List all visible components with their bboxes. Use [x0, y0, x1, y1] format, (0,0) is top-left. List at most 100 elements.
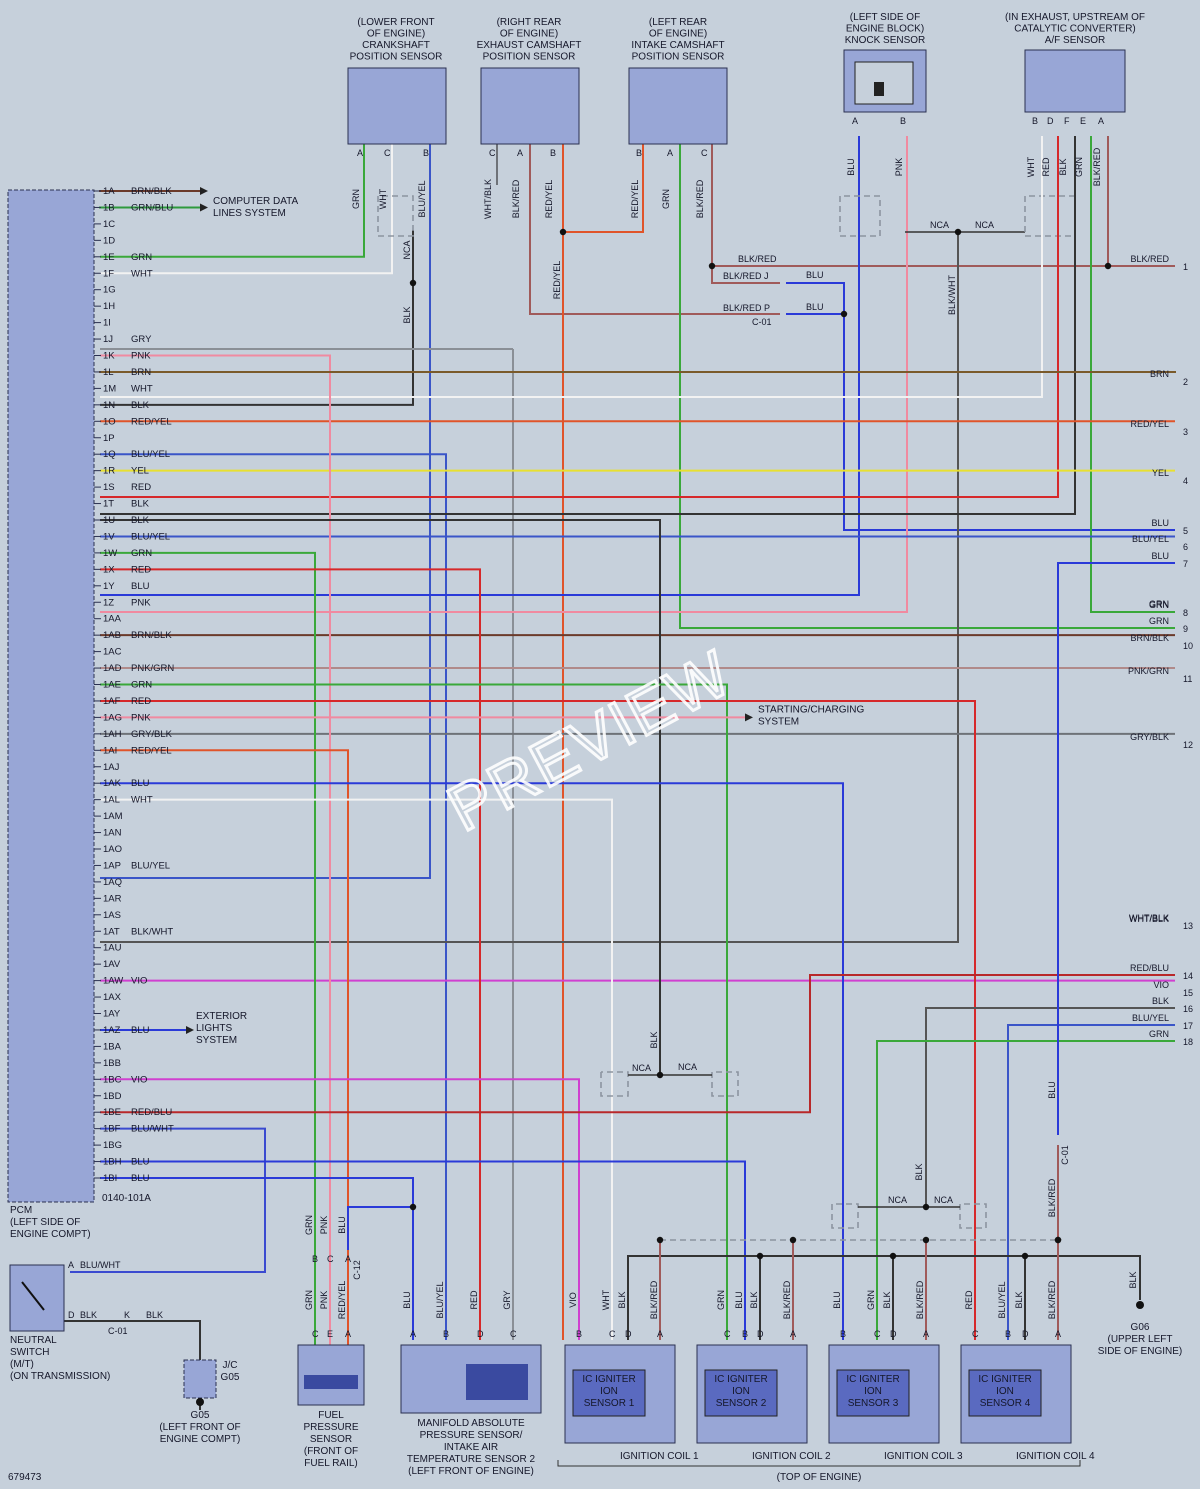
component-pin: A: [357, 148, 363, 158]
splice-dot: [954, 228, 962, 236]
splice-dot: [708, 262, 716, 270]
nca-label: NCA: [930, 220, 949, 230]
splice-dot: [656, 1071, 664, 1079]
pcm-pin-id: 1J: [103, 334, 113, 345]
wire-1F: [100, 136, 393, 275]
wire-1AL: [100, 798, 613, 1340]
wire-label: BLK: [402, 306, 412, 323]
wire-label: BLK/RED: [782, 1280, 792, 1319]
wire: [679, 136, 1175, 629]
wire-1BE: [100, 974, 1175, 1114]
component-pin: B: [423, 148, 429, 158]
g06-label: G06: [1131, 1322, 1150, 1333]
pcm-pin-wire: BLU/YEL: [131, 449, 170, 460]
wire-label: GRN: [304, 1215, 314, 1235]
component-label: INTAKE CAMSHAFT: [631, 40, 724, 51]
pcm-pin-wire: RED/YEL: [131, 745, 172, 756]
right-ref-number: 11: [1183, 674, 1192, 684]
component-pin: B: [900, 116, 906, 126]
component-pin: C: [384, 148, 391, 158]
splice-dot: [656, 1236, 664, 1244]
pin-label: C: [327, 1254, 334, 1264]
pin-label: C: [724, 1329, 731, 1339]
component-wire-label: GRN: [351, 189, 361, 209]
component-pin: E: [1080, 116, 1086, 126]
pcm-pin-wire: BLU/WHT: [131, 1124, 174, 1135]
fuel-label: SENSOR: [310, 1434, 352, 1445]
pcm-pin-wire: BLU/YEL: [131, 531, 170, 542]
wire: [711, 136, 1175, 267]
right-wire-label: GRN: [1149, 1029, 1169, 1039]
pcm-pin-wire: GRN/BLU: [131, 202, 173, 213]
pcm-pin-id: 1AH: [103, 729, 122, 740]
nca-label: NCA: [678, 1062, 697, 1072]
pcm-pin-id: 1BC: [103, 1074, 122, 1085]
wire-label: RED/YEL: [337, 1281, 347, 1320]
pcm-pin-wire: WHT: [131, 268, 153, 279]
component-wire-label: BLU/YEL: [417, 180, 427, 217]
wire: [1090, 136, 1175, 613]
right-ref-number: 9: [1183, 624, 1188, 634]
component-label: (LEFT REAR: [649, 17, 707, 28]
pin-label: E: [327, 1329, 333, 1339]
nca-label: NCA: [632, 1063, 651, 1073]
right-ref-number: 12: [1183, 740, 1193, 750]
igniter-label: ION: [996, 1386, 1014, 1397]
pcm-pin-wire: BLU: [131, 1025, 150, 1036]
pcm-pin-id: 1AD: [103, 663, 122, 674]
pcm-pin-wire: GRY/BLK: [131, 729, 173, 740]
right-wire-label: GRN: [1149, 600, 1169, 610]
wire-1BF: [70, 1127, 266, 1273]
map-label: TEMPERATURE SENSOR 2: [407, 1454, 536, 1465]
pin-label: B: [742, 1329, 748, 1339]
pcm-pin-id: 1AL: [103, 795, 120, 806]
nca-label: NCA: [402, 240, 412, 259]
pcm-pin-id: 1K: [103, 351, 115, 362]
wire-label: BLU: [402, 1291, 412, 1309]
pcm-pin-wire: RED: [131, 564, 151, 575]
right-wire-label: GRY/BLK: [1130, 732, 1169, 742]
right-ref-number: 6: [1183, 542, 1188, 552]
pcm-pin-wire: VIO: [131, 976, 147, 987]
right-ref-number: 14: [1183, 971, 1193, 981]
pcm-pin-wire: BLK: [131, 499, 150, 510]
pcm-pin-id: 1M: [103, 383, 116, 394]
pcm-pin-id: 1I: [103, 318, 111, 329]
pcm-pin-id: 1AS: [103, 910, 121, 921]
component-label: KNOCK SENSOR: [845, 35, 926, 46]
wire-1AT: [100, 232, 959, 943]
pin-label: A: [1055, 1329, 1061, 1339]
pin-label: D: [757, 1329, 764, 1339]
splice-dot: [1104, 262, 1112, 270]
shield-lower: [711, 1071, 739, 1097]
right-wire-label: BRN: [1150, 369, 1169, 379]
pin-label: C: [312, 1329, 319, 1339]
pcm-pin-id: 1V: [103, 531, 115, 542]
wire-label: BLK: [80, 1310, 97, 1320]
wire-label: BLK/RED: [1047, 1280, 1057, 1319]
wire-label: PNK: [319, 1291, 329, 1310]
pcm-pin-id: 1BD: [103, 1091, 122, 1102]
wire-label: BLK: [617, 1291, 627, 1308]
map-sensor-element: [466, 1364, 528, 1400]
wire-label: BLU: [734, 1291, 744, 1309]
component-wire-label: GRN: [1074, 157, 1084, 177]
ref-computer-data: COMPUTER DATA: [213, 196, 299, 207]
pin-label: C: [972, 1329, 979, 1339]
component-pin: A: [852, 116, 858, 126]
component-pin: A: [517, 148, 523, 158]
component-label: ENGINE BLOCK): [846, 24, 924, 35]
pcm-pin-id: 1AP: [103, 860, 121, 871]
pcm-pin-id: 1AJ: [103, 762, 120, 773]
ref-starting-charging: STARTING/CHARGING: [758, 704, 865, 715]
wire-label: BLK/RED: [738, 254, 777, 264]
right-wire-label: GRN: [1149, 616, 1169, 626]
g05-label: ENGINE COMPT): [160, 1434, 241, 1445]
component-label: (LOWER FRONT: [357, 17, 434, 28]
knock-crystal: [874, 82, 884, 96]
jc-box: [183, 1359, 217, 1399]
component-label: POSITION SENSOR: [632, 52, 725, 63]
wire-label: BLU: [1047, 1081, 1057, 1099]
wire-label: RED: [964, 1290, 974, 1310]
component-label: (LEFT SIDE OF: [850, 12, 920, 23]
